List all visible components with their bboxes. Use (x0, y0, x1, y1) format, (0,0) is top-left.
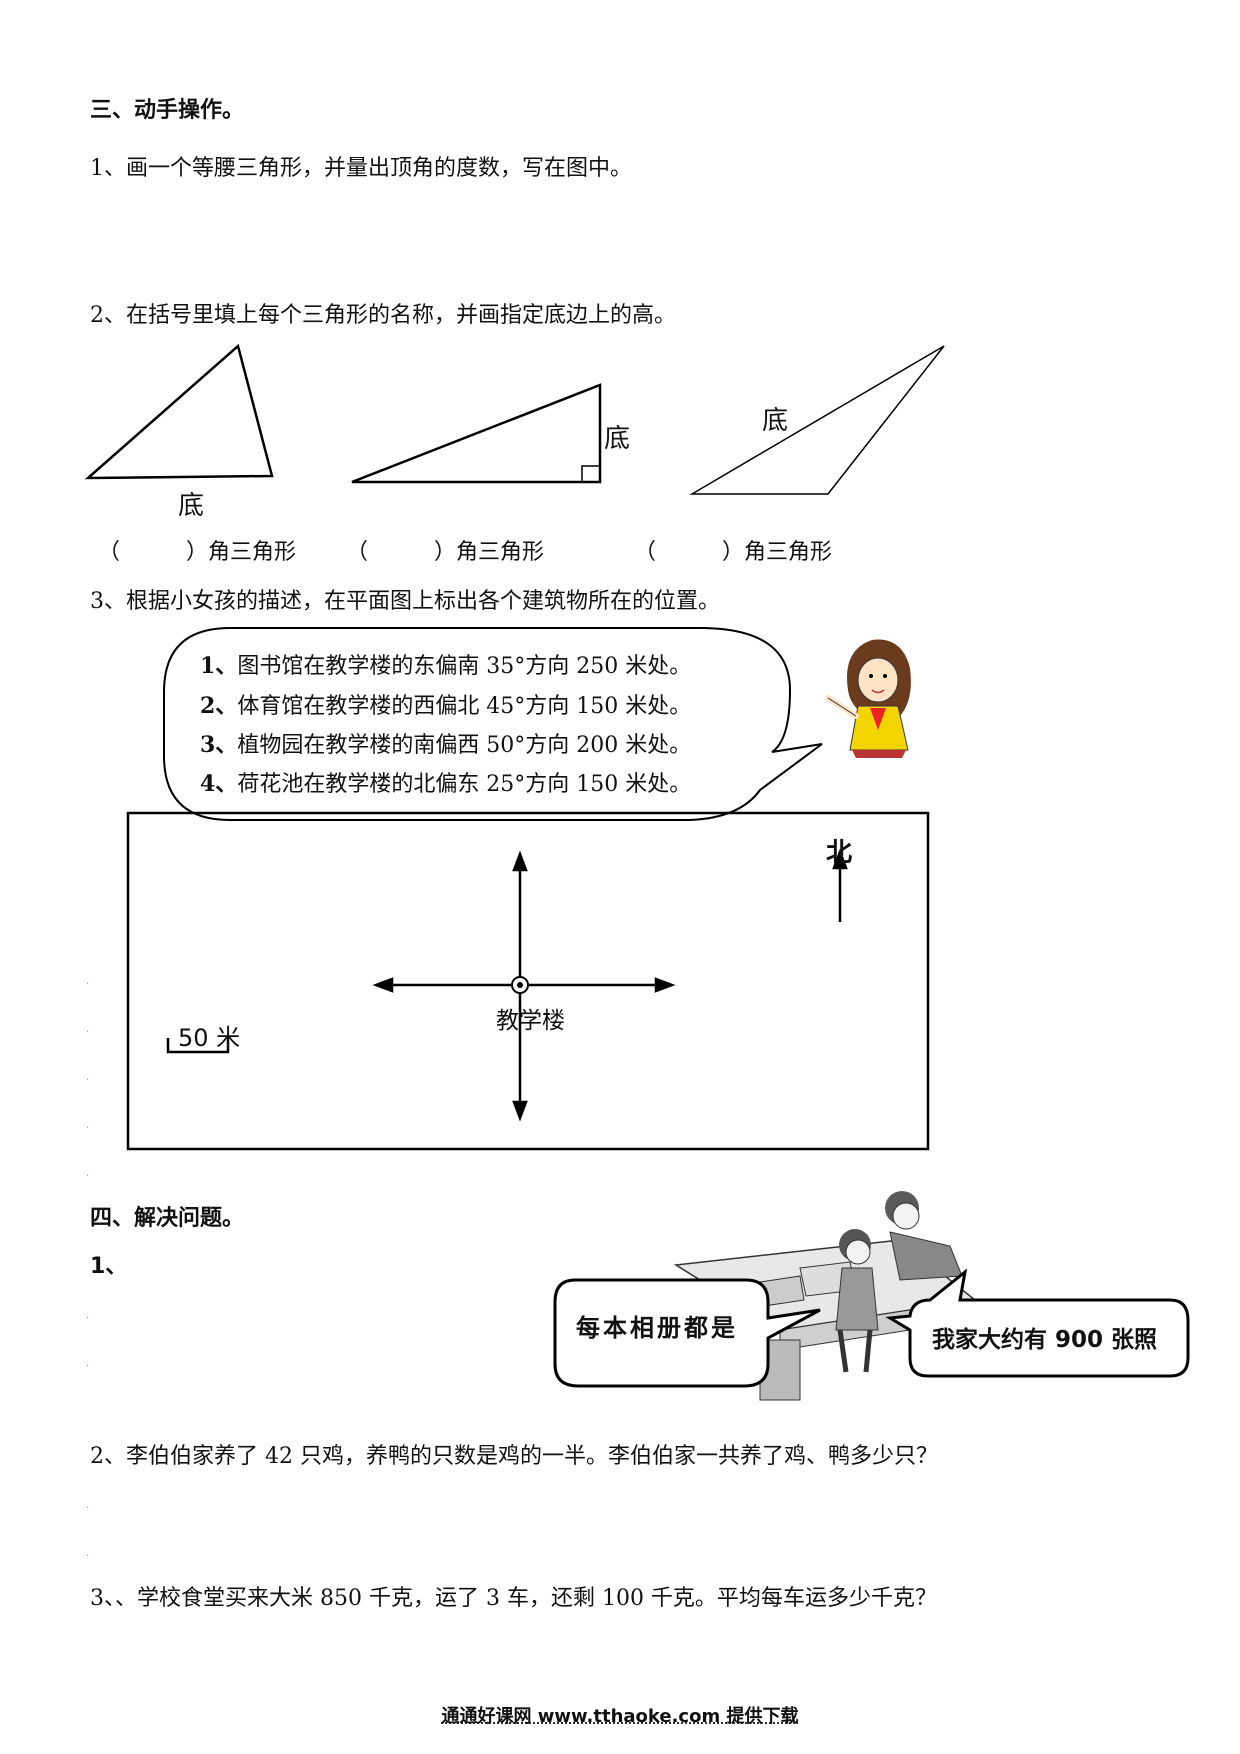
bubble-text-1: 图书馆在教学楼的东偏南 35°方向 250 米处。 (237, 654, 692, 679)
question-4-2: 2、李伯伯家养了 42 只鸡，养鸭的只数是鸡的一半。李伯伯家一共养了鸡、鸭多少只… (90, 1438, 938, 1470)
section3-heading: 三、动手操作。 (90, 98, 245, 123)
bubble-num-4: 4、 (200, 771, 238, 797)
north-label: 北 (826, 838, 853, 868)
base-label-2: 底 (604, 424, 631, 454)
margin-dot: . (86, 1072, 90, 1083)
triangle-answer-1: （ ）角三角形 (98, 540, 297, 565)
question-3-2: 2、在括号里填上每个三角形的名称，并画指定底边上的高。 (90, 303, 676, 328)
triangle-right (351, 383, 602, 484)
bubble-line-4: 4、荷花池在教学楼的北偏东 25°方向 150 米处。 (200, 766, 691, 798)
album-bubbles (553, 1268, 1190, 1388)
margin-dot: . (86, 1358, 90, 1369)
triangle-obtuse (689, 345, 945, 495)
margin-dot: . (86, 1120, 90, 1131)
bubble-line-3: 3、植物园在教学楼的南偏西 50°方向 200 米处。 (200, 727, 691, 759)
triangle-answer-3: （ ）角三角形 (634, 540, 833, 565)
base-label-1: 底 (178, 491, 205, 521)
bubble-num-1: 1、 (200, 653, 238, 679)
bubble-num-2: 2、 (200, 693, 238, 719)
triangles-figure (84, 343, 945, 495)
bubble-right (885, 1268, 1190, 1378)
margin-dot: . (86, 1548, 90, 1559)
footer-credit: 通通好课网 www.tthaoke.com 提供下载 (441, 1706, 799, 1727)
bubble-line-1: 1、图书馆在教学楼的东偏南 35°方向 250 米处。 (200, 648, 691, 680)
speech-bubble (163, 627, 823, 821)
bubble-line-2: 2、体育馆在教学楼的西偏北 45°方向 150 米处。 (200, 688, 691, 720)
margin-dot: . (86, 976, 90, 987)
bubble-left-text: 每本相册都是 (576, 1314, 738, 1342)
question-4-1: 1、 (90, 1254, 128, 1279)
scale-label-text: 50 米 (178, 1024, 241, 1052)
girl-illustration (825, 639, 911, 758)
map-figure (126, 627, 930, 1151)
margin-dot: . (86, 1310, 90, 1321)
map-frame (126, 811, 930, 1151)
question-3-1: 1、画一个等腰三角形，并量出顶角的度数，写在图中。 (90, 156, 632, 181)
bubble-text-2: 体育馆在教学楼的西偏北 45°方向 150 米处。 (237, 694, 692, 719)
triangle-acute (84, 343, 274, 480)
margin-dot: . (86, 1500, 90, 1511)
scale-bar (166, 1038, 230, 1054)
base-label-3: 底 (762, 406, 789, 436)
margin-dot: . (86, 1024, 90, 1035)
bubble-left (553, 1278, 821, 1388)
question-3-3: 3、根据小女孩的描述，在平面图上标出各个建筑物所在的位置。 (90, 589, 720, 614)
margin-dot: . (86, 1168, 90, 1179)
bubble-num-3: 3、 (200, 732, 238, 758)
bubble-text-4: 荷花池在教学楼的北偏东 25°方向 150 米处。 (237, 772, 692, 797)
question-4-2-text: 2、李伯伯家养了 42 只鸡，养鸭的只数是鸡的一半。李伯伯家一共养了鸡、鸭多少只… (90, 1444, 938, 1469)
bubble-right-text: 我家大约有 900 张照 (932, 1327, 1158, 1353)
north-arrow-icon (832, 848, 848, 922)
bubble-text-3: 植物园在教学楼的南偏西 50°方向 200 米处。 (237, 733, 692, 758)
triangle-answer-2: （ ）角三角形 (346, 540, 545, 565)
question-4-3-text: 3、、学校食堂买来大米 850 千克，运了 3 车，还剩 100 千克。平均每车… (90, 1586, 937, 1611)
question-4-3: 3、、学校食堂买来大米 850 千克，运了 3 车，还剩 100 千克。平均每车… (90, 1580, 937, 1612)
school-building-label: 教学楼 (496, 1008, 565, 1034)
right-angle-mark (581, 465, 600, 482)
section4-heading: 四、解决问题。 (90, 1206, 245, 1231)
